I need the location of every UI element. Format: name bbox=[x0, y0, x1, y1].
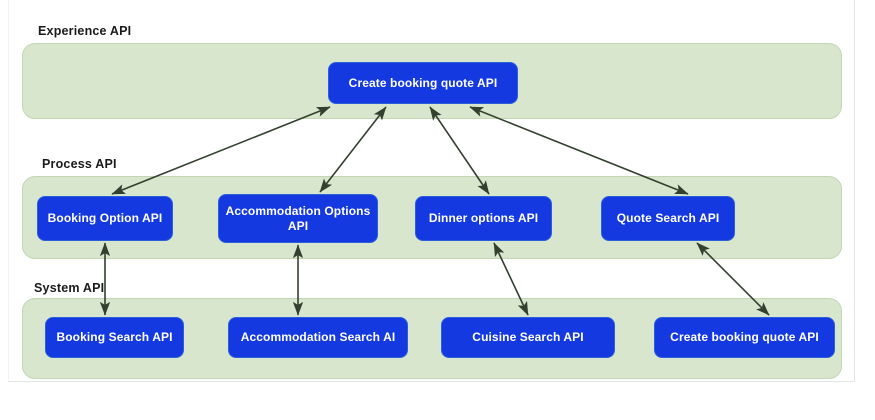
node-accommodation-options-api[interactable]: Accommodation Options API bbox=[218, 194, 378, 243]
node-booking-search-api[interactable]: Booking Search API bbox=[45, 317, 184, 358]
node-create-booking-quote-api-experience[interactable]: Create booking quote API bbox=[328, 62, 518, 104]
node-create-booking-quote-api-system[interactable]: Create booking quote API bbox=[654, 317, 835, 358]
node-booking-option-api[interactable]: Booking Option API bbox=[37, 196, 173, 241]
node-dinner-options-api[interactable]: Dinner options API bbox=[415, 196, 552, 241]
node-quote-search-api[interactable]: Quote Search API bbox=[601, 196, 735, 241]
node-accommodation-search-ai[interactable]: Accommodation Search AI bbox=[228, 317, 408, 358]
node-cuisine-search-api[interactable]: Cuisine Search API bbox=[441, 317, 615, 358]
layer-label-experience: Experience API bbox=[38, 24, 132, 38]
layer-label-process: Process API bbox=[42, 157, 117, 171]
layer-label-system: System API bbox=[34, 281, 105, 295]
